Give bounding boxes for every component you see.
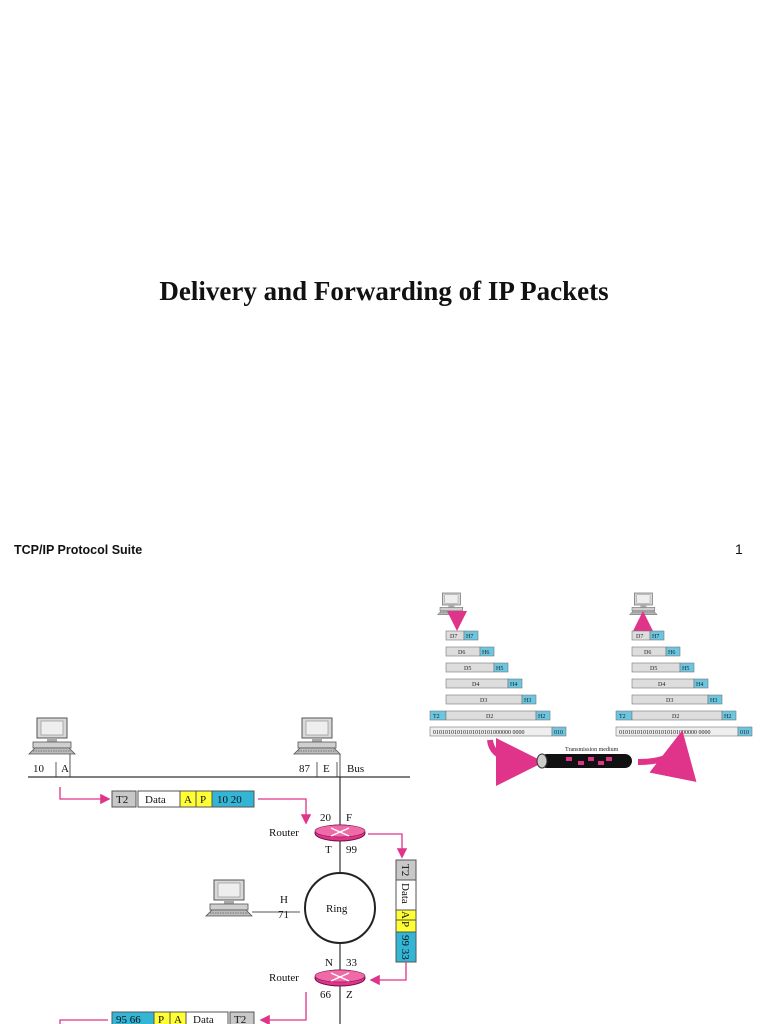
frame-1-a: A [184,794,192,806]
ring-network [304,872,376,944]
left-d2: D2 [486,714,493,720]
right-d3: D3 [666,698,673,704]
ring-label: Ring [326,903,348,915]
left-d6: D6 [458,650,465,656]
right-t2: T2 [619,714,626,720]
host-h-number: 71 [278,909,289,921]
right-h5: H5 [682,666,689,672]
right-h3: H3 [710,698,717,704]
left-h7: H7 [466,634,473,640]
host-h-letter: H [280,894,288,906]
left-layer-stack: D7 H7 D6 H6 D5 H5 D4 H4 D3 H3 T2 D2 H2 [429,630,567,737]
network-figure: 10 A 87 E Bus T2 Data A P 10 20 20 F Rou… [28,717,417,1024]
host-a-letter: A [61,763,69,775]
left-bit-stream: 01010101010101010101000000 0000 [433,730,525,736]
frame-1-p: P [200,794,206,806]
frame-1-data: Data [145,794,166,806]
router-1-bottom-number: 99 [346,844,358,856]
left-t2: T2 [433,714,440,720]
host-e-computer-icon [293,717,341,755]
left-d7: D7 [450,634,457,640]
host-h-computer-icon [205,879,253,917]
right-h7: H7 [652,634,659,640]
router-1-bottom-letter: T [325,844,332,856]
host-a-computer-icon [28,717,76,755]
left-h6: H6 [482,650,489,656]
host-a-number: 10 [33,763,45,775]
frame-1: T2 Data A P 10 20 [111,790,255,808]
frame-2-address: 99 33 [399,935,411,960]
transmission-medium-label: Transmission medium [565,747,619,753]
right-h2: H2 [724,714,731,720]
right-h6: H6 [668,650,675,656]
left-d3: D3 [480,698,487,704]
frame-2-data: Data [399,883,411,904]
router-2-icon [314,969,366,987]
router-1-top-number: 20 [320,812,332,824]
frame-2: T2 Data A P 99 33 [395,859,417,963]
footer-course-name: TCP/IP Protocol Suite [14,543,143,557]
right-d4: D4 [658,682,665,688]
layers-figure: D7 H7 D6 H6 D5 H5 D4 H4 D3 H3 T2 D2 H2 [429,592,753,786]
router-2-top-number: 33 [346,957,358,969]
left-h4: H4 [510,682,517,688]
left-h5: H5 [496,666,503,672]
router-1-label: Router [269,827,299,839]
right-d6: D6 [644,650,651,656]
left-h3: H3 [524,698,531,704]
right-bit-stream: 01010101010101010101000000 0000 [619,730,711,736]
router-2-bottom-letter: Z [346,989,353,1001]
frame-3-a: A [174,1014,182,1024]
right-h4: H4 [696,682,703,688]
frame-3-p: P [158,1014,164,1024]
frame-1-address: 10 20 [217,794,242,806]
bus-label: Bus [347,763,364,775]
sender-computer-icon [437,592,466,615]
right-bit-tag: 010 [740,730,749,736]
frame-2-trailer: T2 [399,864,411,876]
right-d2: D2 [672,714,679,720]
host-e-number: 87 [299,763,311,775]
left-d5: D5 [464,666,471,672]
router-2-top-letter: N [325,957,333,969]
left-h2: H2 [538,714,545,720]
right-layer-stack: D7 H7 D6 H6 D5 H5 D4 H4 D3 H3 T2 D2 H2 [615,630,753,737]
frame-3-trailer: T2 [234,1014,246,1024]
transmission-medium-icon [536,753,632,769]
router-2-bottom-number: 66 [320,989,332,1001]
frame-3: 95 66 P A Data T2 [111,1011,255,1024]
frame-1-trailer: T2 [116,794,128,806]
frame-2-a: A [399,911,411,919]
host-e-letter: E [323,763,330,775]
left-bit-tag: 010 [554,730,563,736]
router-1-icon [314,824,366,842]
router-1-top-letter: F [346,812,352,824]
page-number: 1 [735,541,743,557]
slide-title: Delivery and Forwarding of IP Packets [159,276,609,306]
frame-3-data: Data [193,1014,214,1024]
right-d7: D7 [636,634,643,640]
left-d4: D4 [472,682,479,688]
router-2-label: Router [269,972,299,984]
frame-2-p: P [399,921,411,927]
receiver-computer-icon [629,592,658,615]
frame-3-address: 95 66 [116,1014,141,1024]
right-d5: D5 [650,666,657,672]
